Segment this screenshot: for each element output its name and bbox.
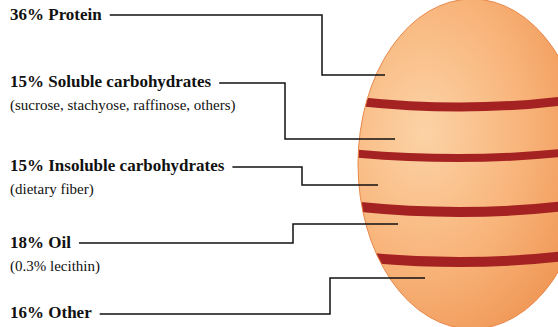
component-note: (sucrose, stachyose, raffinose, others) (10, 95, 235, 115)
leader-line (219, 83, 395, 139)
leader-line (110, 15, 385, 75)
leader-line (100, 278, 425, 314)
component-label: 16% Other (10, 303, 92, 323)
component-label: 36% Protein (10, 5, 102, 25)
leader-line (232, 167, 378, 185)
component-label: 15% Soluble carbohydrates (10, 72, 211, 92)
component-label: 18% Oil (10, 233, 71, 253)
component-note: (0.3% lecithin) (10, 256, 100, 276)
leader-line (79, 224, 398, 243)
component-note: (dietary fiber) (10, 179, 94, 199)
slice-cut (350, 147, 558, 162)
slice-cut (350, 94, 558, 112)
slice-cut (350, 199, 558, 217)
component-label: 15% Insoluble carbohydrates (10, 156, 224, 176)
